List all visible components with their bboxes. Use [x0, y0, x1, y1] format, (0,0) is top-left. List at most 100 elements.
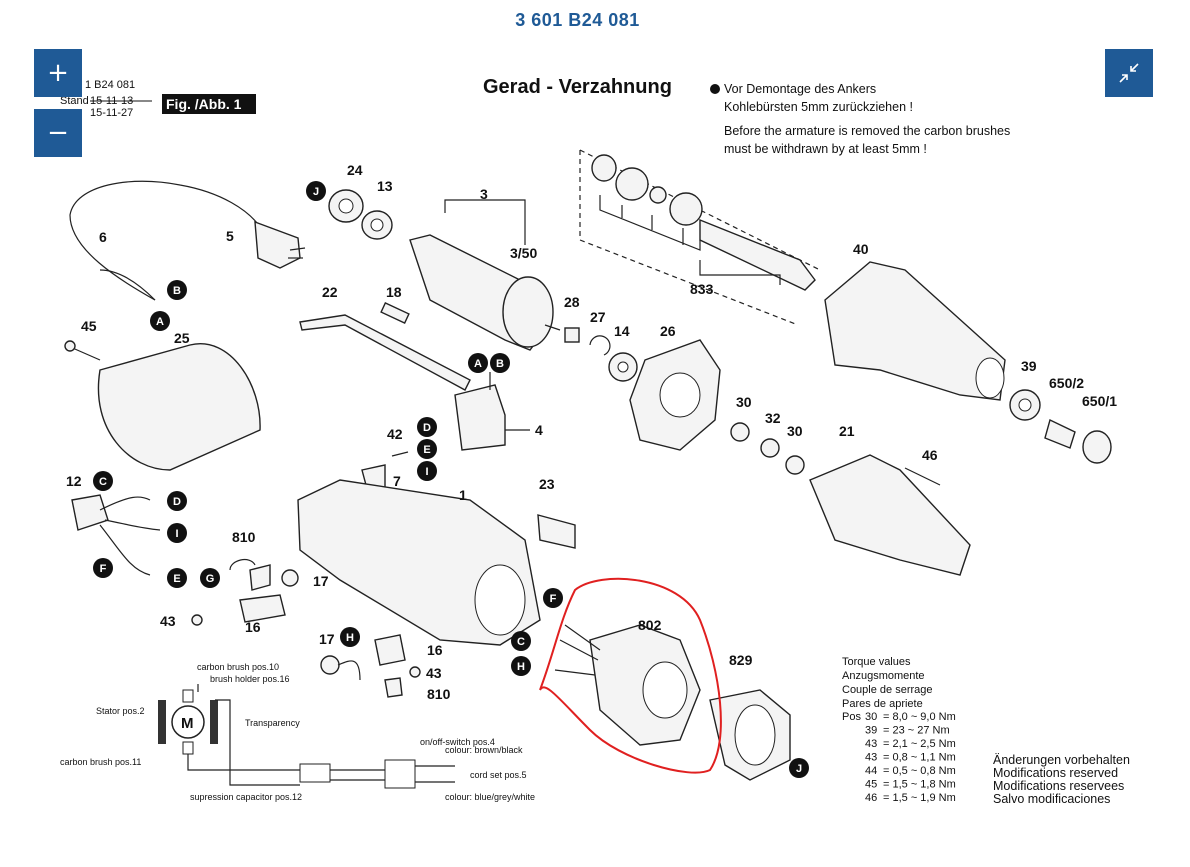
svg-text:D: D — [423, 422, 431, 434]
footer-note-2: Modifications reservees — [993, 779, 1124, 793]
carbon-brush-11-label: carbon brush pos.11 — [60, 757, 141, 767]
svg-text:F: F — [550, 593, 557, 605]
part-650-1 — [1082, 430, 1112, 464]
torque-row-pos: 45 — [865, 779, 877, 791]
svg-text:D: D — [173, 496, 181, 508]
part-label: 4 — [535, 422, 543, 438]
brush-holder — [239, 594, 286, 623]
part-label: 6 — [99, 229, 107, 245]
capacitor-label: supression capacitor pos.12 — [190, 792, 302, 802]
torque-table: Torque values Anzugsmomente Couple de se… — [842, 656, 956, 804]
connector-dot: A — [468, 353, 488, 373]
connector-dot: H — [340, 627, 360, 647]
part-label: 13 — [377, 178, 393, 194]
part-label: 22 — [322, 284, 338, 300]
commutator — [502, 276, 554, 348]
carbon-brush-10-label: carbon brush pos.10 — [197, 662, 279, 672]
part-label: 25 — [174, 330, 190, 346]
colour-brown-label: colour: brown/black — [445, 745, 523, 755]
part-28 — [564, 327, 580, 343]
switch-label: on/off-switch pos.4 — [420, 737, 495, 747]
torque-row-pos: 39 — [865, 725, 877, 737]
cord-set-label: cord set pos.5 — [470, 770, 527, 780]
connector-dot: F — [543, 588, 563, 608]
svg-text:B: B — [496, 358, 504, 370]
part-650-2 — [1044, 419, 1076, 449]
svg-text:J: J — [313, 186, 319, 198]
stator-left — [158, 700, 166, 744]
svg-text:G: G — [206, 573, 215, 585]
part-label: 23 — [539, 476, 555, 492]
part-label: 42 — [387, 426, 403, 442]
exit-fullscreen-button[interactable] — [1105, 49, 1153, 97]
connector-dot: E — [167, 568, 187, 588]
connector-dot: C — [511, 631, 531, 651]
part-label: 45 — [81, 318, 97, 334]
fig-label-box — [162, 94, 256, 114]
footer-note-0: Änderungen vorbehalten — [993, 753, 1130, 767]
part-label: 650/1 — [1082, 393, 1117, 409]
part-label: 650/2 — [1049, 375, 1084, 391]
zoom-out-button[interactable]: − — [34, 109, 82, 157]
part-label: 810 — [427, 686, 451, 702]
motor-housing — [97, 343, 261, 471]
connector-dot: E — [417, 439, 437, 459]
note-en-2: must be withdrawn by at least 5mm ! — [724, 142, 927, 156]
torque-row-value: = 0,8 ~ 1,1 Nm — [883, 752, 956, 764]
page-title: 3 601 B24 081 — [515, 10, 640, 30]
part-label: 32 — [765, 410, 781, 426]
svg-text:J: J — [796, 763, 802, 775]
svg-text:E: E — [173, 573, 180, 585]
part-label: 1 — [459, 487, 467, 503]
doc-number: 1 B24 081 — [85, 79, 135, 91]
carbon-brush — [249, 564, 271, 591]
svg-text:I: I — [425, 466, 428, 478]
part-label: 43 — [426, 665, 442, 681]
switch — [454, 384, 506, 451]
connector-dot: B — [490, 353, 510, 373]
diagram-title: Gerad - Verzahnung — [483, 76, 672, 98]
capacitor — [71, 494, 109, 531]
part-label: 27 — [590, 309, 606, 325]
part-label: 16 — [245, 619, 261, 635]
note-de-2: Kohlebürsten 5mm zurückziehen ! — [724, 100, 913, 114]
torque-pos-label: Pos — [842, 711, 861, 723]
connector-dot: C — [93, 471, 113, 491]
zoom-in-label: + — [47, 58, 69, 88]
part-label: 810 — [232, 529, 256, 545]
part-label: 14 — [614, 323, 630, 339]
part-label: 28 — [564, 294, 580, 310]
part-23 — [537, 514, 576, 549]
note-de-1: Vor Demontage des Ankers — [724, 82, 876, 96]
footer-note-3: Salvo modificaciones — [993, 792, 1110, 806]
torque-row-value: = 8,0 ~ 9,0 Nm — [883, 711, 956, 723]
part-label: 30 — [787, 423, 803, 439]
part-22 — [299, 314, 471, 391]
part-label: 16 — [427, 642, 443, 658]
part-label: 7 — [393, 473, 401, 489]
svg-text:E: E — [423, 444, 430, 456]
part-label: 17 — [313, 573, 329, 589]
part-label: 30 — [736, 394, 752, 410]
part-label: 802 — [638, 617, 662, 633]
svg-text:B: B — [173, 285, 181, 297]
capacitor-symbol — [299, 763, 331, 783]
torque-heading-3: Pares de apriete — [842, 698, 923, 710]
torque-heading-2: Couple de serrage — [842, 684, 933, 696]
svg-text:A: A — [474, 358, 482, 370]
connector-dot: A — [150, 311, 170, 331]
part-label: 21 — [839, 423, 855, 439]
switch-symbol — [384, 759, 416, 789]
part-label: 43 — [160, 613, 176, 629]
collapse-icon — [1119, 63, 1139, 83]
transparency-label: Transparency — [245, 718, 300, 728]
handle-cover — [809, 454, 971, 576]
part-label: 26 — [660, 323, 676, 339]
zoom-in-button[interactable]: + — [34, 49, 82, 97]
zoom-out-label: − — [47, 118, 69, 148]
brush-holder-label: brush holder pos.16 — [210, 674, 290, 684]
connector-dot: J — [789, 758, 809, 778]
torque-row-pos: 43 — [865, 752, 877, 764]
